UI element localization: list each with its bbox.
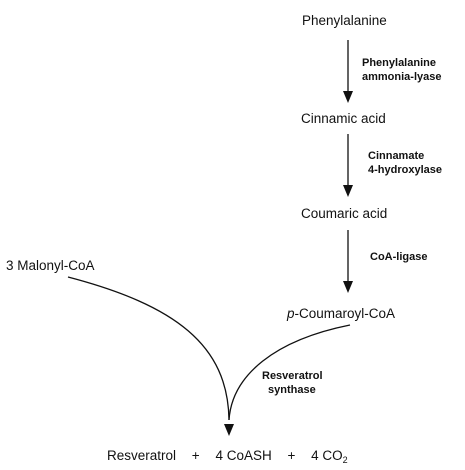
compound-cinnamic-acid: Cinnamic acid <box>301 111 386 126</box>
enzyme-coa-ligase: CoA-ligase <box>370 251 428 263</box>
plus-sign-1: + <box>191 448 200 463</box>
coumaroyl-rest: -Coumaroyl-CoA <box>294 306 396 321</box>
product-coash: 4 CoASH <box>215 448 272 463</box>
product-co2: 4 CO2 <box>311 448 348 468</box>
product-resveratrol: Resveratrol <box>107 448 177 463</box>
compound-p-coumaroyl-coa: p-Coumaroyl-CoA <box>287 306 395 322</box>
coumaroyl-prefix: p <box>287 306 295 321</box>
enzyme-rs-line1: Resveratrol <box>262 370 323 382</box>
compound-phenylalanine: Phenylalanine <box>302 13 387 28</box>
curve-malonyl-coa <box>67 276 230 421</box>
enzyme-c4h-line2: 4-hydroxylase <box>368 164 442 176</box>
arrow-resveratrol-head <box>224 424 234 436</box>
compound-malonyl-coa: 3 Malonyl-CoA <box>6 258 95 273</box>
enzyme-pal: Phenylalanine ammonia-lyase <box>362 56 441 84</box>
enzyme-pal-line1: Phenylalanine <box>362 57 436 69</box>
arrow-ligase-head <box>343 281 353 293</box>
enzyme-c4h: Cinnamate 4-hydroxylase <box>368 149 442 177</box>
enzyme-pal-line2: ammonia-lyase <box>362 71 442 83</box>
curve-coumaroyl-coa <box>228 324 351 421</box>
enzyme-rs-line2: synthase <box>268 384 316 396</box>
enzyme-c4h-line1: Cinnamate <box>368 150 425 162</box>
enzyme-resveratrol-synthase: Resveratrol synthase <box>262 369 323 397</box>
product-equation: Resveratrol + 4 CoASH + 4 CO2 <box>107 448 348 468</box>
plus-sign-2: + <box>287 448 296 463</box>
arrow-c4h-head <box>343 185 353 197</box>
compound-coumaric-acid: Coumaric acid <box>301 206 388 221</box>
arrow-pal-head <box>343 91 353 103</box>
co2-subscript: 2 <box>342 455 348 465</box>
co2-main: 4 CO <box>311 448 343 463</box>
